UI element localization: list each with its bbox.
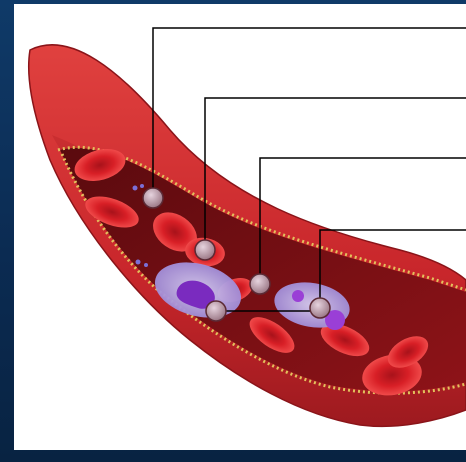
marker-4b — [206, 301, 226, 321]
white-blood-cell-nucleus — [292, 290, 304, 302]
marker-3 — [250, 274, 270, 294]
marker-1 — [143, 188, 163, 208]
platelet — [144, 263, 148, 267]
marker-2 — [195, 240, 215, 260]
platelet — [136, 260, 141, 265]
platelet — [140, 184, 144, 188]
marker-4 — [310, 298, 330, 318]
platelet — [133, 186, 138, 191]
